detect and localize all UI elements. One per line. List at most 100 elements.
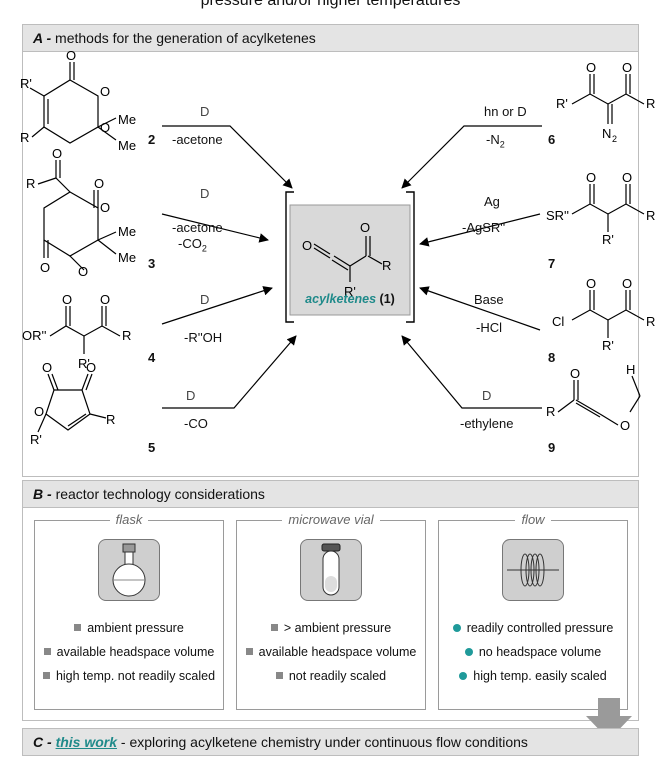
svg-text:H: H <box>626 362 635 377</box>
svg-text:R': R' <box>344 284 356 299</box>
svg-text:O: O <box>620 418 630 433</box>
arrow-from-9 <box>401 335 542 409</box>
cond-7-reagent: Ag <box>484 194 500 209</box>
flow-bullet-2: no headspace volume <box>439 645 627 659</box>
section-b-frame <box>22 507 639 721</box>
svg-text:Me: Me <box>118 138 136 153</box>
cond-6-loss: -N2 <box>486 132 505 150</box>
section-c-letter: C - <box>33 734 52 750</box>
compound-8-number: 8 <box>548 350 556 365</box>
svg-text:Me: Me <box>118 250 136 265</box>
svg-text:O: O <box>34 404 44 419</box>
cond-4-heat: D <box>200 292 210 307</box>
svg-text:Me: Me <box>118 112 136 127</box>
cond-9-heat: D <box>482 388 492 403</box>
svg-text:R': R' <box>602 338 614 353</box>
svg-text:O: O <box>86 360 96 375</box>
acylketene-brackets <box>285 191 415 323</box>
svg-text:R: R <box>20 130 29 145</box>
svg-text:Cl: Cl <box>552 314 564 329</box>
top-banner: pressure and/or higher temperatures <box>200 0 461 9</box>
cond-8-loss: -HCl <box>476 320 502 335</box>
acylketene-box <box>289 204 411 316</box>
bullet-dot-icon <box>452 624 461 632</box>
svg-text:O: O <box>622 170 632 185</box>
compound-9-number: 9 <box>548 440 556 455</box>
flask-bullet-1: ambient pressure <box>35 621 223 635</box>
compound-7-number: 7 <box>548 256 556 271</box>
arrow-from-2 <box>162 125 293 189</box>
compound-2-number: 2 <box>148 132 156 147</box>
compound-6-structure <box>571 74 645 124</box>
flask-icon <box>98 539 160 601</box>
bullet-square-icon <box>270 624 278 631</box>
svg-text:R: R <box>546 404 555 419</box>
section-a-letter: A - <box>33 30 52 46</box>
svg-text:O: O <box>40 260 50 275</box>
svg-text:R: R <box>646 96 655 111</box>
svg-text:O: O <box>94 176 104 191</box>
compound-9-structure <box>557 375 641 426</box>
cond-2-loss: -acetone <box>172 132 223 147</box>
cond-6-heat: hn or D <box>484 104 527 119</box>
acylketene-number: (1) <box>379 292 395 306</box>
cond-5-heat: D <box>186 388 196 403</box>
svg-text:N: N <box>602 126 611 141</box>
svg-text:O: O <box>100 292 110 307</box>
svg-text:OR'': OR'' <box>22 328 46 343</box>
svg-text:O: O <box>78 264 88 279</box>
section-b-title: reactor technology considerations <box>55 486 265 502</box>
svg-text:O: O <box>360 220 370 235</box>
svg-text:R: R <box>382 258 391 273</box>
bullet-square-icon <box>42 672 50 679</box>
section-a-title: methods for the generation of acylketene… <box>55 30 316 46</box>
cond-7-loss: -AgSR'' <box>462 220 506 235</box>
section-c-title: - exploring acylketene chemistry under c… <box>120 734 528 750</box>
compound-4-structure <box>49 306 121 354</box>
panel-flow: flow readily controlled pressure no head… <box>438 512 628 710</box>
svg-text:R: R <box>106 412 115 427</box>
compound-3-structure <box>37 160 117 271</box>
microwave-bullet-3: not readily scaled <box>237 669 425 683</box>
bullet-dot-icon <box>459 672 468 680</box>
acylketene-atoms: OO RR' <box>302 220 391 299</box>
svg-text:O: O <box>586 170 596 185</box>
bullet-dot-icon <box>464 648 473 656</box>
cond-3-heat: D <box>200 186 210 201</box>
svg-text:O: O <box>586 60 596 75</box>
arrow-from-6 <box>401 125 542 189</box>
svg-text:R: R <box>122 328 131 343</box>
bullet-square-icon <box>43 648 51 655</box>
flow-bullet-1: readily controlled pressure <box>439 621 627 635</box>
compound-6-number: 6 <box>548 132 556 147</box>
section-b-header: B - reactor technology considerations <box>22 480 639 508</box>
bullet-square-icon <box>245 648 253 655</box>
bullet-square-icon <box>74 624 82 631</box>
compound-8-structure <box>571 290 645 338</box>
panel-microwave-title: microwave vial <box>237 512 425 527</box>
panel-flow-title: flow <box>439 512 627 527</box>
cond-3-loss2: -CO2 <box>178 236 207 254</box>
svg-text:R: R <box>646 314 655 329</box>
cond-5-loss: -CO <box>184 416 208 431</box>
cond-3-loss: -acetone <box>172 220 223 235</box>
svg-text:R': R' <box>30 432 42 447</box>
cond-8-reagent: Base <box>474 292 504 307</box>
svg-text:O: O <box>62 292 72 307</box>
compound-3-number: 3 <box>148 256 156 271</box>
panel-flask: flask ambient pressure available headspa… <box>34 512 224 710</box>
svg-text:R: R <box>646 208 655 223</box>
acylketene-structure <box>313 236 383 282</box>
compound-7-structure <box>571 184 645 232</box>
flask-bullet-2: available headspace volume <box>35 645 223 659</box>
svg-text:O: O <box>42 360 52 375</box>
flask-bullet-3: high temp. not readily scaled <box>35 669 223 683</box>
svg-text:O: O <box>570 366 580 381</box>
arrow-from-7 <box>419 213 541 247</box>
svg-text:O: O <box>586 276 596 291</box>
svg-text:R': R' <box>602 232 614 247</box>
svg-text:O: O <box>100 120 110 135</box>
arrow-from-8 <box>419 286 541 331</box>
